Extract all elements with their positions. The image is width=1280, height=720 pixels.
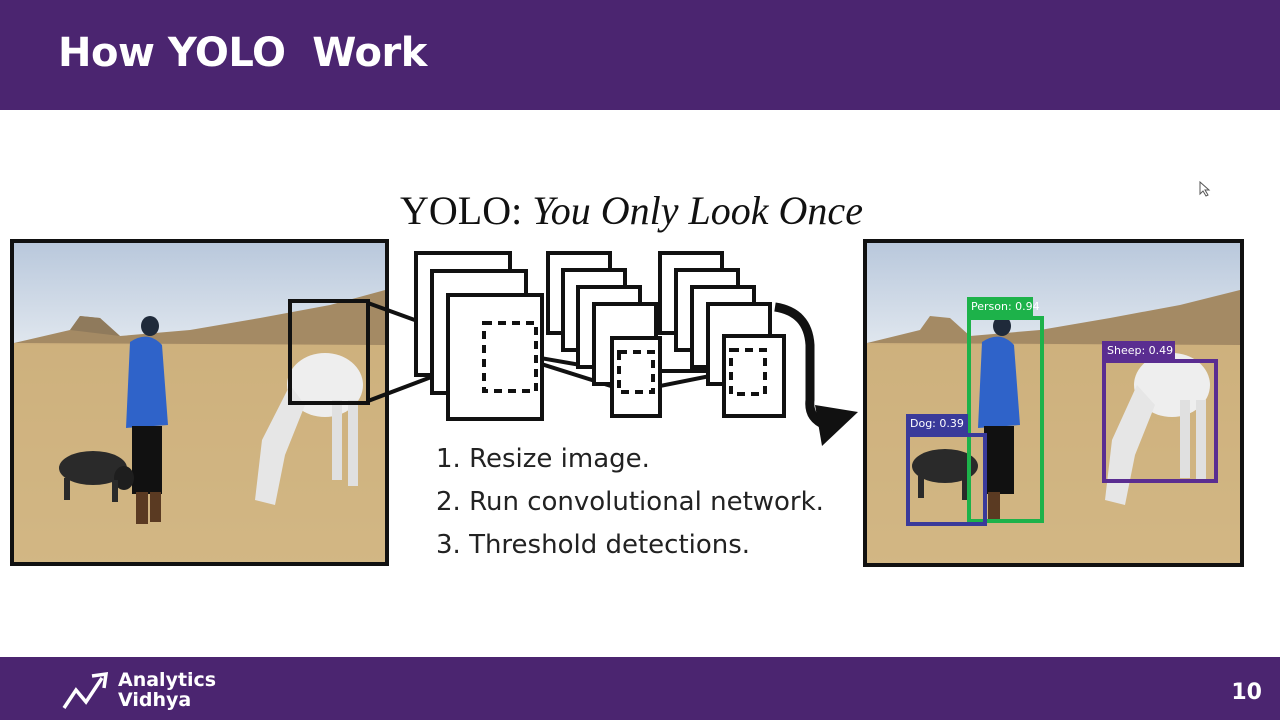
- figure-title-subtitle: You Only Look Once: [532, 188, 863, 233]
- output-photo: [863, 239, 1244, 567]
- figure-title-main: YOLO:: [400, 188, 533, 233]
- detection-label-sheep: Sheep: 0.49: [1107, 344, 1174, 357]
- brand-name-line1: Analytics: [118, 669, 217, 691]
- detection-label-person: Person: 0.94: [971, 300, 1040, 313]
- page-number: 10: [1231, 680, 1262, 705]
- dog-figure: [59, 451, 134, 502]
- brand-logo: Analytics Vidhya: [118, 670, 216, 710]
- step-item: 3. Threshold detections.: [436, 530, 751, 560]
- detection-person: [967, 297, 1044, 523]
- slide-title: How YOLO Work: [58, 30, 427, 76]
- dashed-kernels: [482, 321, 767, 396]
- mouse-cursor-icon: [1199, 181, 1211, 197]
- steps-list: 1. Resize image. 2. Run convolutional ne…: [436, 438, 824, 567]
- step-item: 1. Resize image.: [436, 444, 650, 474]
- slide-header: How YOLO Work: [0, 0, 1280, 110]
- detection-sheep: [1102, 341, 1218, 483]
- detection-dog: [906, 414, 987, 526]
- detection-label-dog: Dog: 0.39: [910, 417, 964, 430]
- person-figure: [126, 316, 168, 524]
- slide-footer: [0, 657, 1280, 720]
- trend-arrow-icon: [62, 671, 109, 709]
- figure-title: YOLO: You Only Look Once: [400, 187, 863, 234]
- step-item: 2. Run convolutional network.: [436, 487, 824, 517]
- input-photo: [10, 239, 389, 566]
- conv-layers: [414, 251, 786, 421]
- output-arrow-icon: [774, 302, 858, 446]
- brand-name-line2: Vidhya: [118, 689, 192, 711]
